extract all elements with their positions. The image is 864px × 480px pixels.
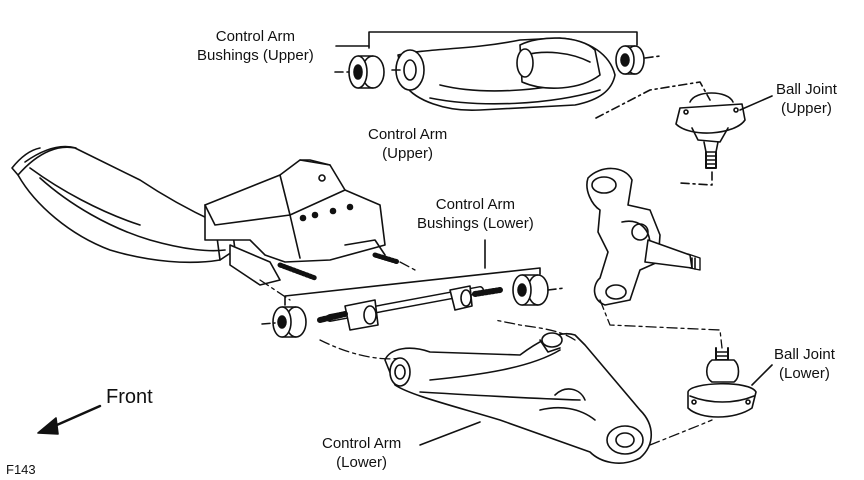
label-lower-bushings: Control Arm Bushings (Lower) (417, 195, 534, 233)
upper-bushing-left (348, 55, 385, 89)
label-upper-arm-line1: Control Arm (368, 126, 448, 143)
lower-bushing-right (512, 274, 549, 306)
front-arrow (37, 404, 102, 435)
lower-ball-joint-leader (751, 364, 773, 386)
label-upper-ball-joint-line1: Ball Joint (776, 81, 837, 98)
label-upper-arm: Control Arm (Upper) (368, 125, 447, 163)
lower-bushing-left (272, 306, 307, 338)
frame-crossmember (11, 145, 401, 286)
label-lower-bushings-line2: Bushings (Lower) (417, 215, 534, 232)
upper-ball-joint-leader (739, 95, 773, 111)
lower-control-arm (384, 332, 653, 464)
lower-arm-leader (419, 421, 481, 446)
label-upper-bushings-line1: Control Arm (215, 28, 295, 45)
label-upper-ball-joint-line2: (Upper) (781, 100, 832, 117)
label-front: Front (106, 386, 153, 408)
label-lower-ball-joint-line2: (Lower) (779, 365, 830, 382)
label-upper-ball-joint: Ball Joint (Upper) (776, 80, 837, 118)
label-lower-ball-joint-line1: Ball Joint (774, 346, 835, 363)
label-upper-bushings-line2: Bushings (Upper) (197, 47, 314, 64)
lower-ball-joint (687, 347, 757, 418)
label-lower-arm: Control Arm (Lower) (322, 434, 401, 472)
figure-reference: F143 (6, 462, 36, 477)
upper-bushings-bracket (368, 31, 638, 49)
label-lower-arm-line2: (Lower) (336, 454, 388, 471)
label-upper-bushings: Control Arm Bushings (Upper) (197, 27, 314, 65)
label-lower-arm-line1: Control Arm (322, 435, 402, 452)
assembly-centerlines (259, 261, 723, 446)
steering-knuckle (586, 167, 701, 306)
label-upper-arm-line2: (Upper) (382, 145, 434, 162)
lower-bushings-bracket (284, 267, 541, 306)
upper-ball-joint (675, 92, 746, 169)
upper-bushing-right (615, 45, 645, 75)
label-lower-ball-joint: Ball Joint (Lower) (774, 345, 835, 383)
upper-control-arm (395, 37, 616, 111)
lower-cross-shaft (317, 285, 503, 331)
label-lower-bushings-line1: Control Arm (435, 196, 515, 213)
